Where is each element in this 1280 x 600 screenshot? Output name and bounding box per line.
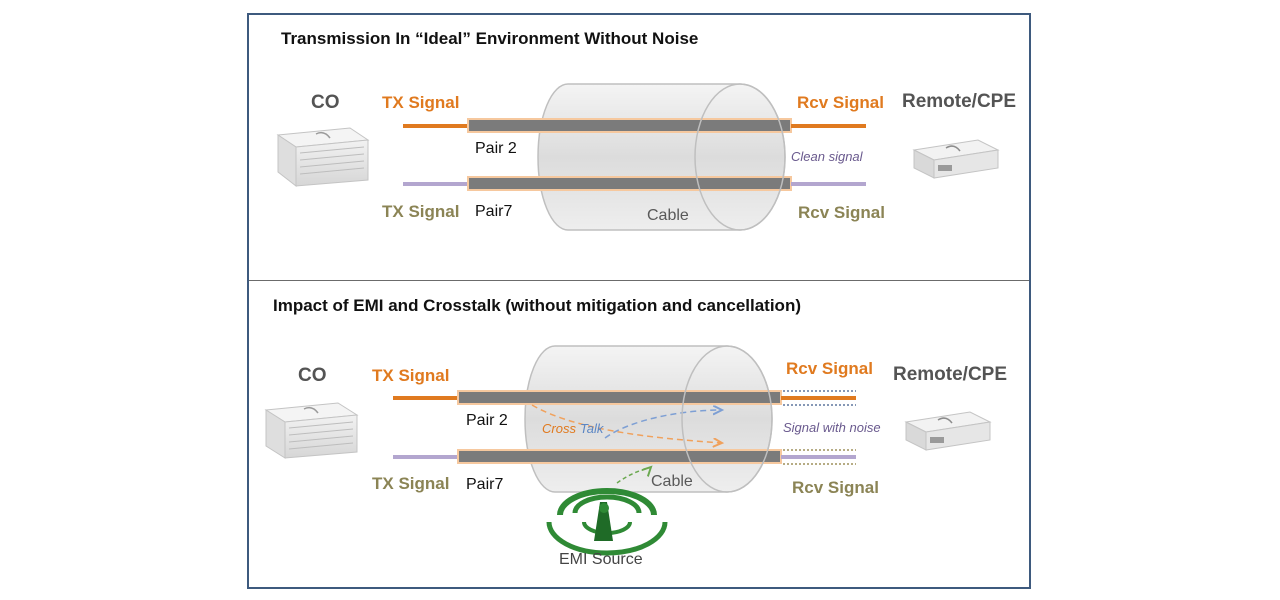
- modem-box-icon: [904, 411, 992, 451]
- pair-7-label: Pair7: [475, 203, 512, 220]
- panel-emi: Impact of EMI and Crosstalk (without mit…: [264, 296, 1007, 568]
- co-label-emi: CO: [298, 365, 327, 386]
- pair-2-wire-emi: [457, 390, 782, 405]
- server-chassis-icon: [264, 402, 359, 459]
- co-label: CO: [311, 92, 340, 113]
- pair-2-wire: [467, 118, 792, 133]
- noisy-signal-note: Signal with noise: [783, 420, 881, 435]
- pair-7-wire-emi: [457, 449, 782, 464]
- server-chassis-icon: [276, 127, 370, 188]
- cable-label-emi: Cable: [651, 473, 693, 490]
- tx-signal-bottom-label-emi: TX Signal: [372, 474, 449, 493]
- cable-end-cap-emi: [681, 345, 773, 493]
- remote-label-emi: Remote/CPE: [893, 364, 1007, 385]
- emi-source-label: EMI Source: [559, 551, 643, 568]
- rcv-signal-bottom-label: Rcv Signal: [798, 203, 885, 222]
- rcv-signal-bottom-label-emi: Rcv Signal: [792, 478, 879, 497]
- clean-signal-note: Clean signal: [791, 149, 864, 164]
- pair-2-label: Pair 2: [475, 140, 517, 157]
- panel-ideal: Transmission In “Ideal” Environment With…: [276, 29, 1016, 231]
- panel-title-emi: Impact of EMI and Crosstalk (without mit…: [273, 296, 801, 315]
- crosstalk-arrow-up: [604, 410, 722, 439]
- cable-end-cap: [694, 83, 786, 231]
- rcv-signal-top-label-emi: Rcv Signal: [786, 359, 873, 378]
- crosstalk-word-cross: Cross: [542, 421, 576, 436]
- tx-signal-top-label-emi: TX Signal: [372, 366, 449, 385]
- modem-box-icon: [912, 139, 1000, 179]
- crosstalk-word-talk: Talk: [580, 421, 605, 436]
- pair-7-wire: [467, 176, 792, 191]
- rcv-signal-top-label: Rcv Signal: [797, 93, 884, 112]
- pair-7-label-emi: Pair7: [466, 476, 503, 493]
- panel-divider: [249, 280, 1029, 281]
- remote-label: Remote/CPE: [902, 91, 1016, 112]
- cable-label: Cable: [647, 207, 689, 224]
- pair-2-label-emi: Pair 2: [466, 412, 508, 429]
- tx-signal-bottom-label: TX Signal: [382, 202, 459, 221]
- tx-signal-top-label: TX Signal: [382, 93, 459, 112]
- radio-tower-icon: [546, 467, 668, 556]
- panel-title-ideal: Transmission In “Ideal” Environment With…: [281, 29, 698, 48]
